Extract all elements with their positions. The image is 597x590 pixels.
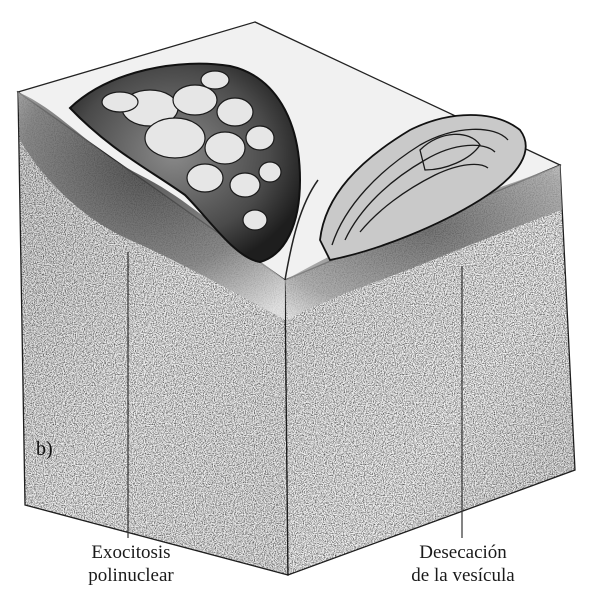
label-desecacion-line1: Desecación (388, 541, 538, 564)
label-desecacion-line2: de la vesícula (388, 564, 538, 587)
label-exocitosis-line1: Exocitosis (66, 541, 196, 564)
label-desecacion: Desecación de la vesícula (388, 541, 538, 587)
label-exocitosis: Exocitosis polinuclear (66, 541, 196, 587)
panel-label: b) (36, 438, 53, 461)
label-exocitosis-line2: polinuclear (66, 564, 196, 587)
